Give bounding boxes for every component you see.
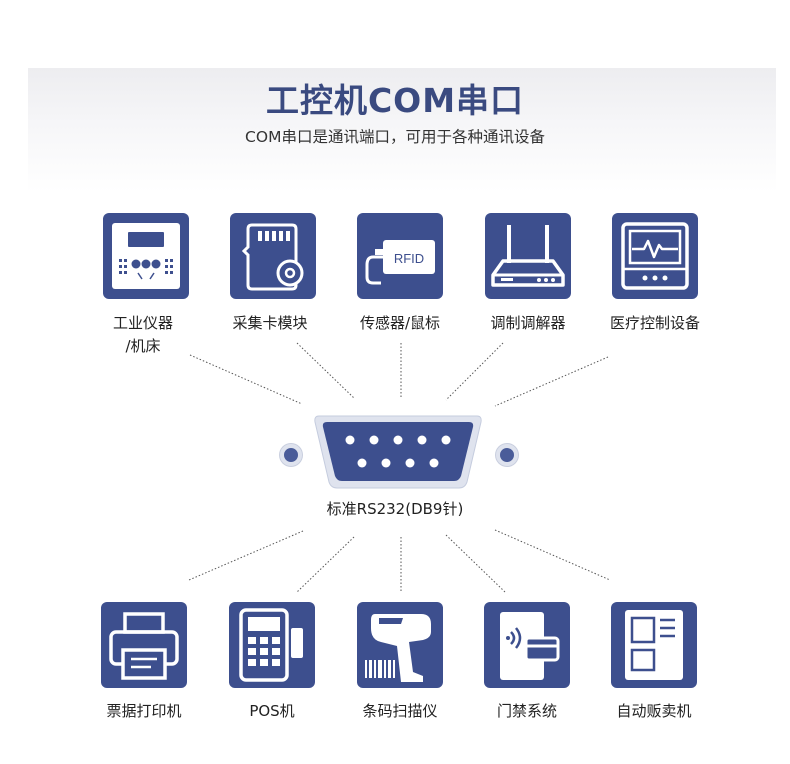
sd-card-module-icon [241,223,304,291]
line-top-2 [296,342,355,399]
label-sensor-mouse: 传感器/鼠标 [359,314,441,332]
line-bottom-2 [296,536,355,593]
modem-router-icon [491,225,565,287]
label-receipt-printer: 票据打印机 [106,702,182,720]
receipt-printer-tile [101,602,187,688]
vending-machine-tile [611,602,697,688]
acquisition-card-tile [230,213,316,299]
line-top-5 [494,356,609,407]
label-line1: 工业仪器 [112,314,173,332]
line-bottom-5 [494,529,611,581]
rfid-icon-text: RFID [394,251,424,266]
connector-label: 标准RS232(DB9针) [326,500,464,518]
vending-machine-icon [625,610,683,680]
label-industrial-instrument: 工业仪器 /机床 [68,312,218,358]
connector-screw-left [280,444,302,466]
medical-device-tile [612,213,698,299]
label-vending-machine: 自动贩卖机 [616,702,692,720]
barcode-scanner-tile [357,602,443,688]
pos-tile [229,602,315,688]
label-pos: POS机 [249,702,295,720]
header-band [28,68,776,192]
label-acquisition-card: 采集卡模块 [232,314,308,332]
line-bottom-4 [445,534,506,593]
page-subtitle: COM串口是通讯端口，可用于各种通讯设备 [245,128,545,146]
page-title: 工控机COM串口 [265,81,525,120]
rfid-sensor-icon: RFID [365,240,435,285]
modem-tile [485,213,571,299]
label-modem: 调制调解器 [490,314,566,332]
control-panel-icon [112,223,180,289]
line-top-4 [445,342,504,401]
label-medical-device: 医疗控制设备 [609,314,700,332]
barcode-scanner-icon [365,614,431,682]
medical-monitor-icon [621,222,689,290]
line-bottom-1 [188,530,304,581]
printer-icon [109,612,179,680]
access-control-icon [500,612,560,680]
connector-screw-right [496,444,518,466]
pos-terminal-icon [239,608,303,682]
label-line2: /机床 [125,337,161,355]
sensor-mouse-tile: RFID [357,213,443,299]
industrial-instrument-tile [103,213,189,299]
label-barcode-scanner: 条码扫描仪 [362,702,438,720]
label-access-control: 门禁系统 [496,702,557,720]
access-control-tile [484,602,570,688]
db9-connector-icon [314,415,482,489]
line-top-1 [189,354,303,405]
